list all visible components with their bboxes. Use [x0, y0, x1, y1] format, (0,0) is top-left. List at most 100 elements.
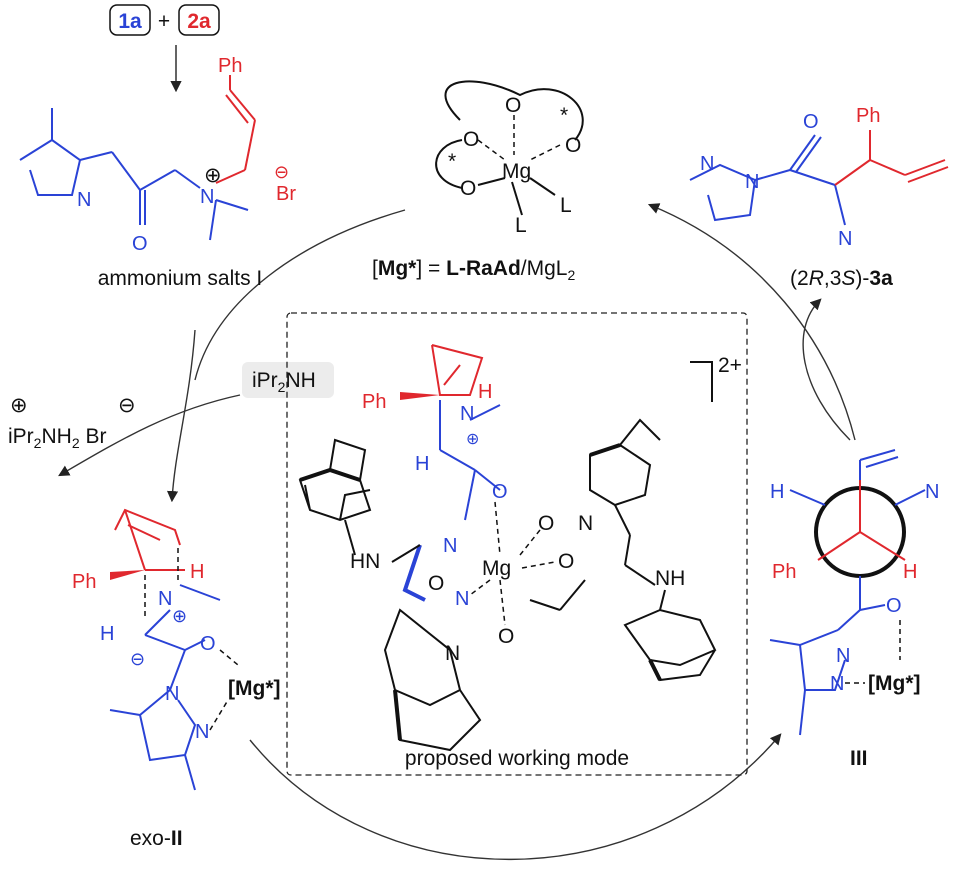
reactant-2a-box: [178, 4, 220, 36]
negative-charge: ⊖: [274, 162, 289, 182]
product-nme2: N: [838, 228, 852, 250]
product-n2: N: [745, 171, 759, 193]
working-mode-panel: proposed working mode 2+ Ph H N ⊕ H O N …: [286, 312, 748, 776]
wm-allyl: [431, 344, 484, 396]
exo-allyl: [114, 508, 181, 546]
ammonium-salt-structure: N N O Ph ⊕ ⊖ Br ammonium salts I: [19, 55, 296, 290]
byproduct-plus: ⊕: [10, 394, 28, 417]
wm-n1: N: [443, 535, 457, 557]
ammonium-salt-label: ammonium salts I: [98, 267, 263, 290]
catalyst-o-left: O: [463, 128, 479, 151]
wm-h: H: [478, 381, 492, 403]
charge-bracket: [690, 361, 713, 402]
exo-h-red: H: [190, 561, 204, 583]
newman-nme2: N: [925, 481, 939, 503]
wm-phenyl: Ph: [362, 391, 386, 413]
product-n1: N: [700, 153, 714, 175]
exo-o: O: [200, 633, 216, 655]
ligand-backbone-left: [435, 139, 463, 189]
product-label: (2R,3S)-3a: [790, 267, 893, 290]
chiral-star-2: *: [448, 150, 456, 173]
byproduct-label: iPr2NH2 Br: [8, 425, 106, 451]
catalyst-o-bottom: O: [460, 177, 476, 200]
working-mode-box: [286, 312, 748, 776]
cycle-arrows: [58, 45, 856, 860]
product-structure: N N O N Ph (2R,3S)-3a: [689, 105, 949, 290]
wm-nh-right: NH: [655, 567, 685, 590]
wm-hn-left: HN: [350, 550, 380, 573]
reactant-1a: 1a: [118, 10, 142, 33]
newman-III-label: III: [850, 747, 868, 770]
wm-o-3: O: [498, 625, 514, 648]
base-reagent-box: [242, 362, 334, 398]
newman-III-structure: H N Ph H O N N [Mg*] III: [769, 449, 939, 770]
wm-n2: N: [455, 588, 469, 610]
wm-o-4: O: [428, 572, 444, 595]
cycle-arc-bottom: [249, 733, 782, 860]
ligand-backbone-top: [444, 80, 584, 141]
exo-n-amine: N: [158, 588, 172, 610]
reactant-1a-box: [109, 4, 151, 36]
wm-adamantyl-right: [623, 589, 717, 682]
chiral-star-1: *: [560, 104, 568, 127]
exo-minus: ⊖: [130, 649, 145, 669]
catalyst-o-top: O: [505, 94, 521, 117]
exo-plus: ⊕: [172, 606, 187, 626]
bromide-label: Br: [276, 183, 296, 205]
wm-bicycle-right: [589, 418, 661, 507]
cycle-arc-right: [647, 203, 856, 441]
wm-o-blue: O: [492, 481, 508, 503]
reactant-2a: 2a: [187, 10, 211, 33]
newman-h: H: [770, 481, 784, 503]
product-phenyl: Ph: [856, 105, 880, 127]
exo-n1: N: [165, 683, 179, 705]
catalyst-o-right: O: [565, 134, 581, 157]
pyrazole-n: N: [77, 189, 91, 211]
cycle-arc-left: [166, 329, 196, 503]
newman-h-red: H: [903, 561, 917, 583]
exo-h-blue: H: [100, 623, 114, 645]
plus-sign: +: [158, 10, 170, 33]
exo-pyrazole: [138, 689, 197, 762]
wm-plus: ⊕: [466, 431, 479, 448]
reactants: 1a + 2a: [109, 4, 220, 36]
catalyst-structure: O O O O Mg L L * * [Mg*] = L-RaAd/MgL2: [372, 80, 584, 283]
newman-phenyl: Ph: [772, 561, 796, 583]
carbonyl-o: O: [132, 233, 148, 255]
exo-phenyl: Ph: [72, 571, 96, 593]
catalyst-mg: Mg: [502, 160, 531, 183]
product-pyrazole: [689, 163, 757, 222]
cycle-arc-top-left: [194, 209, 406, 381]
wm-n-amine: N: [460, 403, 474, 425]
newman-mg: [Mg*]: [868, 672, 920, 695]
exo-mg: [Mg*]: [228, 677, 280, 700]
wm-o-1: O: [538, 512, 554, 535]
base-reagent: iPr2NH: [242, 362, 334, 398]
working-mode-caption: proposed working mode: [405, 747, 629, 770]
wm-bold-bond: [402, 544, 426, 602]
byproduct: ⊕ ⊖ iPr2NH2 Br: [8, 394, 136, 451]
pyrazole-ring: [19, 138, 82, 196]
ligand-l-2: L: [560, 194, 572, 217]
wm-h-blue: H: [415, 453, 429, 475]
ligand-l-1: L: [515, 214, 527, 237]
working-mode-charge: 2+: [718, 354, 742, 377]
byproduct-arrow: [58, 394, 241, 477]
wm-n-right: N: [578, 512, 593, 535]
newman-o: O: [886, 595, 902, 617]
product-o: O: [803, 111, 819, 133]
exo-II-label: exo-II: [130, 827, 183, 850]
wm-n-left: N: [445, 642, 460, 665]
exo-n2: N: [195, 721, 209, 743]
positive-charge: ⊕: [204, 164, 222, 187]
newman-n2: N: [830, 673, 844, 695]
product-release-arrow: [802, 298, 851, 441]
wm-o-2: O: [558, 550, 574, 573]
wm-adamantyl-left: [298, 438, 372, 522]
exo-II-structure: Ph H N H O N N ⊕ ⊖ [Mg*] exo-II: [72, 508, 280, 850]
catalyst-definition: [Mg*] = L-RaAd/MgL2: [372, 257, 575, 283]
base-reagent-label: iPr2NH: [252, 369, 316, 395]
newman-n1: N: [836, 645, 850, 667]
byproduct-minus: ⊖: [118, 394, 136, 417]
